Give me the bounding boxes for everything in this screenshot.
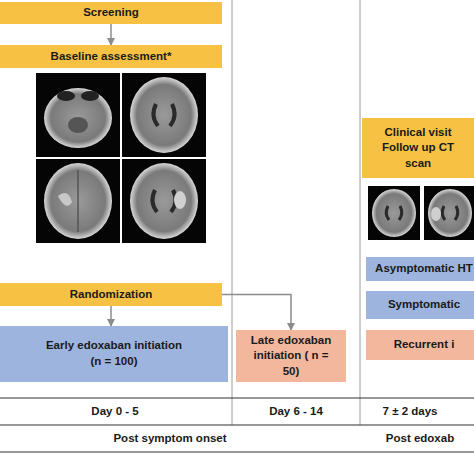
process-box: Randomization xyxy=(0,283,222,306)
ct-scan-image xyxy=(368,186,420,240)
ct-scan-image xyxy=(122,73,206,157)
treatment-box: Early edoxaban initiation (n = 100) xyxy=(0,326,228,382)
time-label: Day 0 - 5 xyxy=(91,405,138,417)
flow-arrow xyxy=(110,24,112,45)
box-label: Recurrent i xyxy=(394,337,455,353)
timeline-line xyxy=(0,397,474,398)
box-label: Asymptomatic HT xyxy=(375,261,473,277)
outcome-box: Recurrent i xyxy=(366,330,474,360)
time-label: 7 ± 2 days xyxy=(383,405,438,417)
time-label: Day 6 - 14 xyxy=(269,405,323,417)
ct-scan-image xyxy=(424,186,474,240)
box-label: Screening xyxy=(83,5,139,21)
ct-scan-image xyxy=(36,159,120,243)
column-divider xyxy=(360,0,361,425)
box-label: Randomization xyxy=(70,287,152,303)
box-label: Baseline assessment* xyxy=(51,49,172,65)
ct-scan-image xyxy=(36,73,120,157)
column-divider xyxy=(232,0,233,425)
box-label: Symptomatic xyxy=(388,297,460,313)
flow-arrow xyxy=(110,306,112,326)
box-label: Clinical visit Follow up CT scan xyxy=(370,125,466,172)
ct-scan-image xyxy=(122,159,206,243)
timeline-line xyxy=(0,451,474,452)
phase-label: Post edoxab xyxy=(386,432,454,444)
box-label: Late edoxaban initiation ( n = 50) xyxy=(244,333,338,380)
outcome-box: Asymptomatic HT xyxy=(366,257,474,281)
process-box: Clinical visit Follow up CT scan xyxy=(362,118,474,178)
process-box: Screening xyxy=(0,2,222,24)
box-label: Early edoxaban initiation (n = 100) xyxy=(40,338,188,369)
treatment-box: Late edoxaban initiation ( n = 50) xyxy=(236,330,346,382)
phase-label: Post symptom onset xyxy=(113,432,226,444)
process-box: Baseline assessment* xyxy=(0,45,222,68)
timeline-line xyxy=(0,424,474,425)
outcome-box: Symptomatic xyxy=(366,291,474,319)
flow-arrow xyxy=(222,295,291,331)
